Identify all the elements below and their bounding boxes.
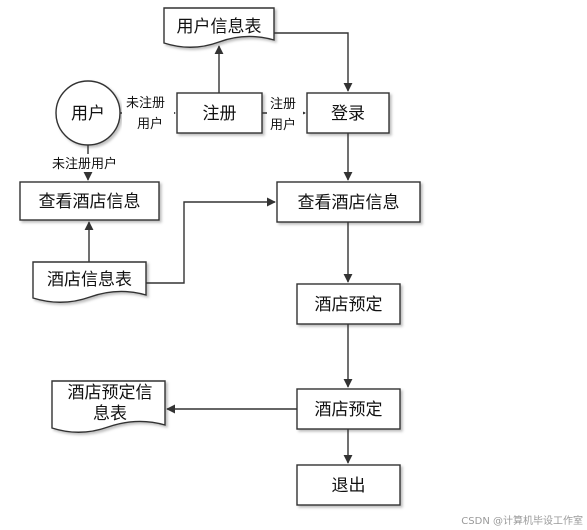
view-hotel-left-label: 查看酒店信息 [39, 192, 141, 212]
view-hotel-right-node: 查看酒店信息 [276, 181, 421, 223]
view-hotel-right-label: 查看酒店信息 [298, 193, 400, 213]
user-info-table-node: 用户信息表 [163, 7, 275, 48]
edge-label-registered-line2: 用户 [270, 117, 296, 133]
hotel-booking-2-label: 酒店预定 [315, 400, 383, 420]
login-label: 登录 [331, 104, 365, 124]
booking-table-node: 酒店预定信 息表 [51, 380, 166, 433]
view-hotel-left-node: 查看酒店信息 [19, 181, 160, 221]
user-info-table-label: 用户信息表 [177, 17, 262, 37]
edge-label-unregistered-user: 未注册用户 [52, 156, 117, 172]
booking-table-label-line1: 酒店预定信 [68, 383, 153, 403]
hotel-info-table-label: 酒店信息表 [47, 270, 132, 290]
hotel-booking-2-node: 酒店预定 [296, 388, 401, 430]
edge-label-bg-registered [267, 94, 303, 132]
user-node: 用户 [55, 80, 121, 146]
hotel-info-table-node: 酒店信息表 [32, 261, 147, 303]
edge-label-unregistered-line1: 未注册 [126, 96, 165, 111]
booking-table-label-line2: 息表 [93, 404, 127, 424]
watermark-text: CSDN @计算机毕设工作室 [461, 514, 583, 527]
edge-label-registered-line1: 注册 [270, 97, 296, 112]
edge-usertable-login [274, 32, 353, 92]
register-node: 注册 [176, 92, 263, 134]
edge-label-bg-unregistered [122, 93, 174, 131]
edge-label-bg-unregistered-user [50, 154, 128, 172]
edge-hoteltable-viewright [146, 197, 276, 284]
register-label: 注册 [203, 104, 237, 124]
logout-node: 退出 [296, 464, 401, 506]
edge-label-unregistered-line2: 用户 [137, 116, 163, 132]
hotel-booking-1-node: 酒店预定 [296, 283, 401, 325]
login-node: 登录 [306, 92, 390, 134]
logout-label: 退出 [332, 476, 366, 496]
hotel-booking-1-label: 酒店预定 [315, 295, 383, 315]
user-node-label: 用户 [71, 104, 105, 124]
